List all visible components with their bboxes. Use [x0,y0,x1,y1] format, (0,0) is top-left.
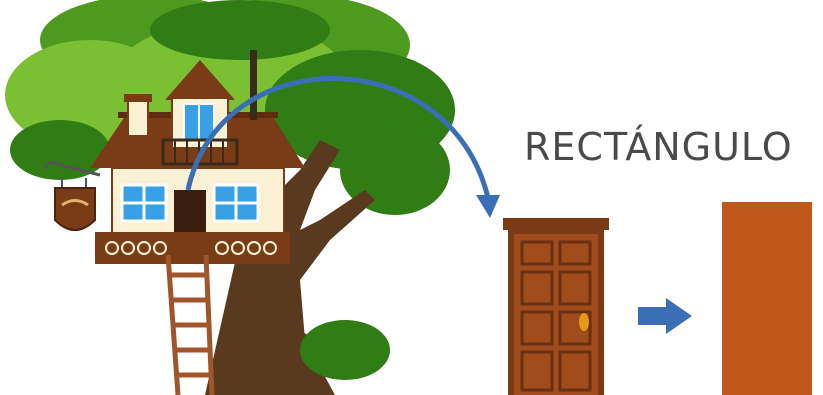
ladder [168,255,212,395]
rectangle-shape [722,202,812,395]
door-knob [579,313,589,331]
right-arrow-icon [638,298,692,334]
figure-label: RECTÁNGULO [524,125,793,169]
house-window-right [214,185,258,221]
bush [300,320,390,380]
chimney-left [128,98,148,136]
stovepipe [250,50,257,120]
treehouse-illustration [5,0,455,395]
house-window-left [122,185,166,221]
door-icon [503,218,609,395]
